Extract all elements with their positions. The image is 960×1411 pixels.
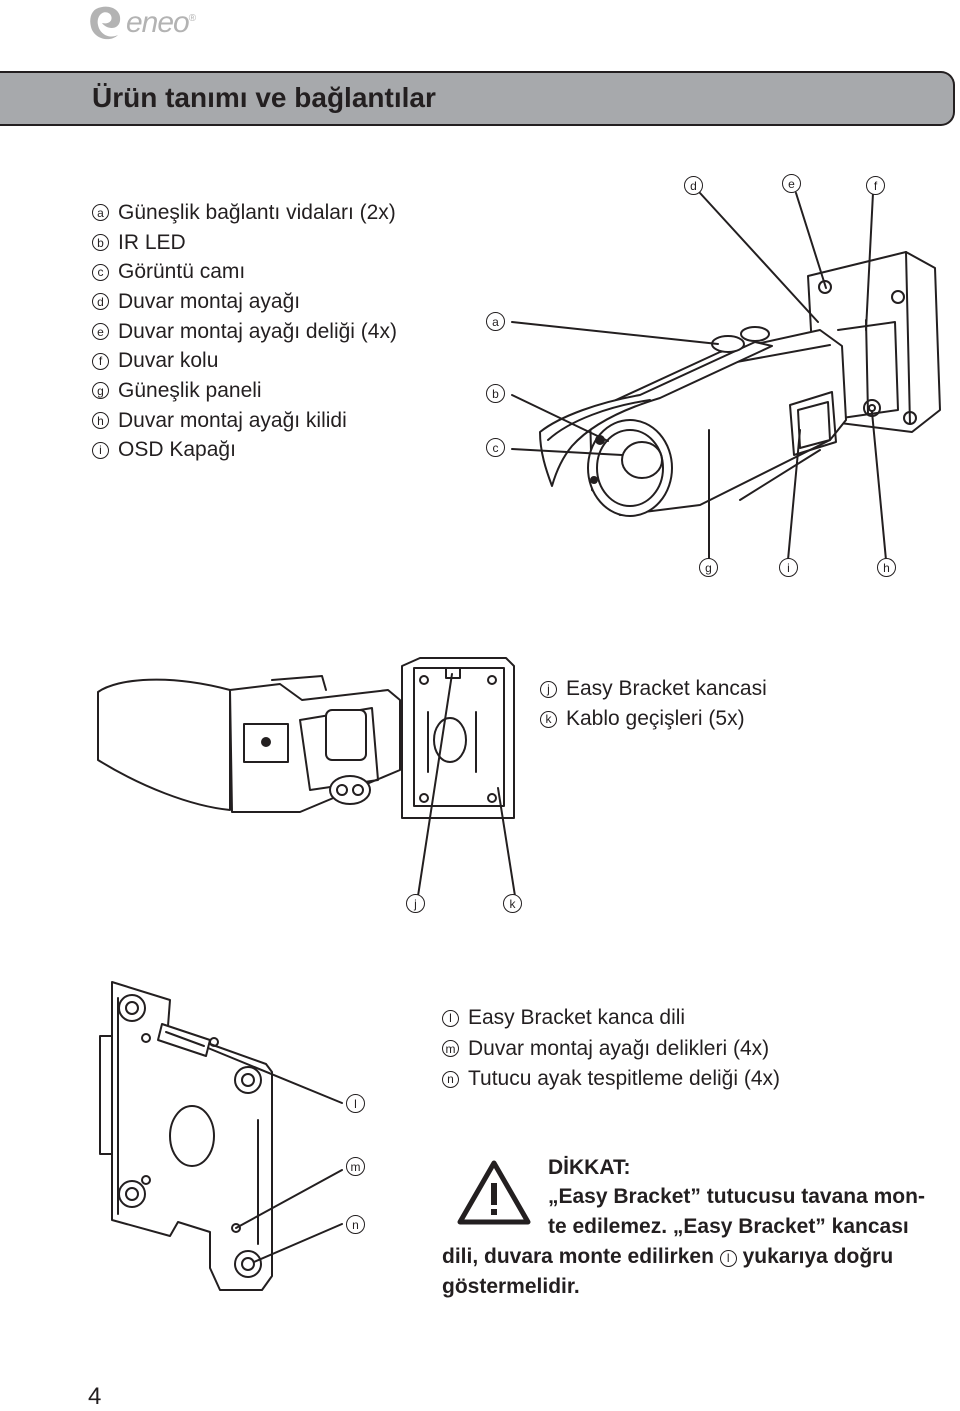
legend-text: Duvar montaj ayağı deliği (4x) xyxy=(118,319,397,343)
camera-illustration xyxy=(539,251,941,517)
warning-key-badge: l xyxy=(719,1249,737,1267)
warning-line-3-after: yukarıya doğru xyxy=(742,1245,894,1268)
callout-n: n xyxy=(346,1215,365,1234)
legend-text: Easy Bracket kancasi xyxy=(566,677,767,700)
legend-item: a Güneşlik bağlantı vidaları (2x) xyxy=(92,198,397,228)
legend-item: h Duvar montaj ayağı kilidi xyxy=(92,406,397,436)
page-title: Ürün tanımı ve bağlantılar xyxy=(92,82,436,113)
legend-item: l Easy Bracket kanca dili xyxy=(442,1003,780,1034)
legend-text: Duvar montaj ayağı delikleri (4x) xyxy=(468,1036,770,1060)
bracket-illustration xyxy=(97,657,515,819)
callout-i: i xyxy=(779,558,798,577)
legend-key-badge: l xyxy=(442,1009,459,1027)
warning-triangle-icon xyxy=(457,1160,531,1225)
callout-d: d xyxy=(684,176,703,195)
warning-line-3: dili, duvara monte edilirken l yukarıya … xyxy=(442,1245,893,1268)
legend-item: i OSD Kapağı xyxy=(92,436,397,466)
callout-c: c xyxy=(486,438,505,457)
legend-text: IR LED xyxy=(118,230,186,254)
legend-text: Duvar montaj ayağı kilidi xyxy=(118,408,347,432)
callout-e: e xyxy=(782,174,801,193)
legend-key-badge: g xyxy=(92,382,109,400)
page-number: 4 xyxy=(88,1383,102,1410)
legend-key-badge: a xyxy=(92,204,109,222)
eneo-logo: eneo® xyxy=(88,2,196,44)
warning-text: „Easy Bracket” tutucusu tavana mon- te e… xyxy=(442,1182,952,1302)
legend-item: k Kablo geçişleri (5x) xyxy=(540,704,767,734)
logo-text: eneo xyxy=(126,6,190,39)
legend-text: Güneşlik paneli xyxy=(118,378,262,402)
legend-text: Güneşlik bağlantı vidaları (2x) xyxy=(118,200,396,224)
legend-key-badge: e xyxy=(92,323,109,341)
legend-text: OSD Kapağı xyxy=(118,438,236,462)
legend-key-badge: k xyxy=(540,710,557,728)
legend-text: Tutucu ayak tespitleme deliği (4x) xyxy=(468,1067,781,1091)
legend-item: c Görüntü camı xyxy=(92,257,397,287)
section-header-bar xyxy=(0,71,955,126)
legend-key-badge: m xyxy=(442,1040,459,1058)
callout-m: m xyxy=(346,1157,365,1176)
callout-k: k xyxy=(503,894,522,913)
logo-registered-mark: ® xyxy=(188,13,196,24)
legend-item: n Tutucu ayak tespitleme deliği (4x) xyxy=(442,1064,780,1095)
callout-b: b xyxy=(486,384,505,403)
legend-key-badge: j xyxy=(540,680,557,698)
callout-h: h xyxy=(877,558,896,577)
warning-line-4: göstermelidir. xyxy=(442,1275,580,1298)
callout-g: g xyxy=(699,558,718,577)
warning-line-2: te edilemez. „Easy Bracket” kancası xyxy=(548,1215,909,1238)
legend-key-badge: n xyxy=(442,1070,459,1088)
legend-item: m Duvar montaj ayağı delikleri (4x) xyxy=(442,1034,780,1065)
bracket-parts-legend: j Easy Bracket kancasi k Kablo geçişleri (… xyxy=(540,674,767,734)
callout-a: a xyxy=(486,312,505,331)
legend-key-badge: i xyxy=(92,441,109,459)
legend-key-badge: b xyxy=(92,234,109,252)
legend-key-badge: f xyxy=(92,352,109,370)
camera-parts-legend: a Güneşlik bağlantı vidaları (2x) b IR LED… xyxy=(92,198,397,465)
warning-title: DİKKAT: xyxy=(548,1156,631,1179)
eneo-logo-icon xyxy=(90,6,121,40)
plate-parts-legend: l Easy Bracket kanca dili m Duvar montaj a… xyxy=(442,1003,780,1095)
legend-text: Duvar kolu xyxy=(118,349,219,373)
legend-item: e Duvar montaj ayağı deliği (4x) xyxy=(92,317,397,347)
legend-key-badge: c xyxy=(92,263,109,281)
callout-f: f xyxy=(866,176,885,195)
legend-text: Easy Bracket kanca dili xyxy=(468,1006,686,1030)
warning-line-1: „Easy Bracket” tutucusu tavana mon- xyxy=(548,1185,925,1208)
legend-text: Görüntü camı xyxy=(118,260,246,284)
callout-j: j xyxy=(406,894,425,913)
legend-item: f Duvar kolu xyxy=(92,346,397,376)
warning-line-3-before: dili, duvara monte edilirken xyxy=(442,1245,714,1268)
mounting-plate-illustration xyxy=(99,981,273,1291)
plate-leader-lines xyxy=(207,1047,343,1263)
callout-l: l xyxy=(346,1094,365,1113)
legend-item: b IR LED xyxy=(92,228,397,258)
legend-item: d Duvar montaj ayağı xyxy=(92,287,397,317)
legend-item: g Güneşlik paneli xyxy=(92,376,397,406)
legend-text: Duvar montaj ayağı xyxy=(118,289,301,313)
legend-key-badge: h xyxy=(92,412,109,430)
legend-item: j Easy Bracket kancasi xyxy=(540,674,767,704)
camera-leader-lines xyxy=(511,192,887,561)
bracket-leader-lines xyxy=(417,673,516,897)
legend-key-badge: d xyxy=(92,293,109,311)
legend-text: Kablo geçişleri (5x) xyxy=(566,707,745,730)
